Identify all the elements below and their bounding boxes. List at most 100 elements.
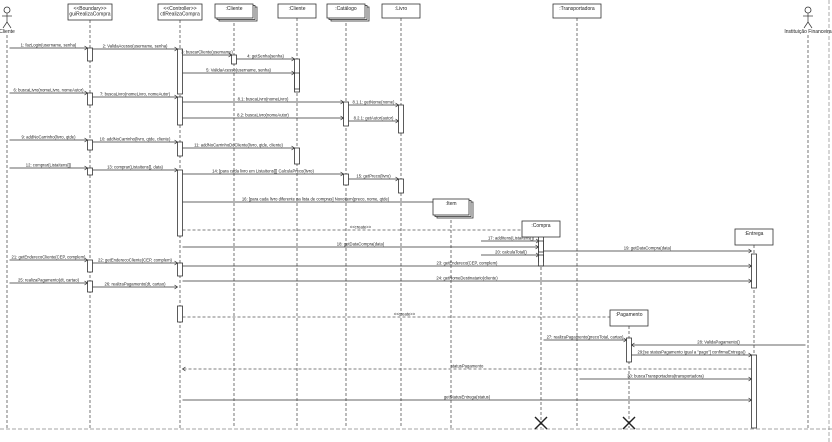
message-label: 7: buscaLivro(nomeLivro, nomeAutor): [100, 92, 171, 97]
participant-livro: :Livro: [381, 3, 421, 19]
arrow-head-icon: [84, 165, 89, 171]
arrow-head-icon: [748, 248, 753, 254]
participant-label-line: <<Boundary>>: [73, 6, 106, 12]
activation-bar: [294, 72, 300, 90]
message: 19: getDataCompra(data): [543, 246, 753, 254]
arrow-head-icon: [228, 52, 233, 58]
participant-label-line: ctlRealizaCompra: [160, 12, 200, 18]
participant-box: [734, 228, 774, 246]
message-label: statusPagamento: [451, 364, 484, 369]
arrow-head-icon: [748, 278, 753, 284]
arrow-head-icon: [748, 352, 753, 358]
participant-box: [432, 198, 470, 216]
activation-bar: [398, 104, 404, 134]
participant-instFin: Instituição Financeira: [784, 6, 832, 35]
participant-label-line: :Item: [445, 201, 456, 207]
participant-box: [214, 3, 254, 19]
arrow-head-icon: [395, 176, 400, 182]
activation-bar: [231, 54, 237, 65]
message: 11: addNoCarrinhoDoCliente(livro, qtde, …: [182, 143, 296, 151]
actor-head-icon: [804, 6, 812, 14]
participant-label-line: :Cliente: [226, 6, 243, 12]
message: 18: getDataCompra(data): [182, 242, 540, 250]
message-label: 3: buscarCliente(username): [181, 50, 233, 55]
message-label: 25: realizaPagamento(dt, cartao): [18, 278, 80, 283]
message-label: 19: getDataCompra(data): [624, 246, 672, 251]
activation-bar: [398, 178, 404, 194]
arrow-head-icon: [630, 342, 635, 348]
message-label: 24: getNomeDestinatario(cliente): [436, 276, 498, 281]
arrow-head-icon: [84, 137, 89, 143]
message: 3: buscarCliente(username): [181, 50, 233, 58]
message-label: 4: getSenha(senha): [247, 54, 284, 59]
message: 8.1: buscaLivro(nomeLivro): [182, 97, 345, 105]
message: 29:[se statusPagamento igual a "pago"] c…: [631, 350, 753, 358]
participant-label-line: :Entrega: [745, 231, 764, 237]
message: 14: [para cada livro em ListaItens[]] Ca…: [182, 169, 345, 177]
participant-clienteMulti: :Cliente: [214, 3, 258, 22]
participant-pagamento: :Pagamento: [609, 309, 649, 327]
message-label: 22: getEnderecoCliente(CEP, complem): [98, 258, 173, 263]
arrow-head-icon: [535, 252, 540, 258]
message: 6: buscaLivro(nomeLivro, nomeAutor): [9, 88, 89, 96]
arrow-head-icon: [623, 337, 628, 343]
message-label: 20: calculaTotal(): [495, 250, 527, 255]
message-label: 8.2: buscaLivro(nomeAutor): [237, 113, 289, 118]
participant-label: Instituição Financeira: [784, 29, 831, 35]
participant-label-line: :Compra: [531, 223, 550, 229]
message-label: 23: getEndereco(CEP, complem): [437, 261, 499, 266]
arrow-head-icon: [84, 280, 89, 286]
message: 21: getEnderecoCliente(CEP, complem): [9, 255, 89, 263]
activation-bar: [177, 48, 183, 95]
participant-box: [609, 309, 649, 327]
participant-entrega: :Entrega: [734, 228, 774, 246]
activation-bar: [87, 280, 93, 293]
message-label: 17: addItens(ListaItens[]): [488, 236, 535, 241]
message-label: 16: [para cada livro diferente na lista …: [242, 197, 390, 202]
activation-bar: [87, 259, 93, 273]
activation-bar: [343, 173, 349, 186]
message-label: 29:[se statusPagamento igual a "pago"] c…: [638, 350, 747, 355]
actor-leg-left: [803, 21, 809, 29]
arrow-head-icon: [340, 115, 345, 121]
message: 9: addNoCarrinho(livro, qtde): [9, 135, 89, 143]
message: 22: getEnderecoCliente(CEP, complem): [92, 258, 179, 266]
arrow-head-icon: [748, 376, 753, 382]
message: 8.2: buscaLivro(nomeAutor): [182, 113, 345, 121]
arrow-head-icon: [748, 397, 753, 403]
arrow-head-icon: [174, 284, 179, 290]
participant-box: [67, 3, 113, 21]
arrow-head-icon: [395, 118, 400, 124]
participant-label: Cliente: [0, 29, 15, 35]
message: 7: buscaLivro(nomeLivro, nomeAutor): [92, 92, 179, 100]
participant-compra: :Compra: [521, 220, 561, 238]
activation-bar: [538, 254, 544, 267]
participant-box: [157, 3, 203, 21]
participant-box: [521, 220, 561, 238]
message-label: 6: buscaLivro(nomeLivro, nomeAutor): [13, 88, 84, 93]
activation-bar: [177, 169, 183, 237]
message: 2: ValidaAcesso(username, senha): [92, 44, 179, 52]
arrow-head-icon: [84, 90, 89, 96]
participant-label-line: guiRealizaCompra: [69, 12, 110, 18]
participant-label-line: :Catálogo: [335, 6, 357, 12]
message-label: 30: buscaTransportadora(transportadora): [627, 374, 704, 379]
activation-bar: [626, 337, 632, 363]
arrow-head-icon: [84, 257, 89, 263]
participant-box: [381, 3, 421, 19]
arrow-head-icon: [340, 171, 345, 177]
message: 10: addNoCarrinho(livro, qtde, cliente): [92, 137, 179, 145]
participant-box: [552, 3, 602, 19]
activation-bar: [177, 305, 183, 323]
message-label: 2: ValidaAcesso(username, senha): [103, 44, 168, 49]
message: 30: buscaTransportadora(transportadora): [579, 374, 753, 382]
participant-transp: :Transportadora: [552, 3, 602, 19]
message: 27: realizaPagamento(precoTotal, cartao): [543, 335, 628, 343]
message-label: 27: realizaPagamento(precoTotal, cartao): [547, 335, 624, 340]
message: 25: realizaPagamento(dt, cartao): [9, 278, 89, 286]
message-label: 18: getDataCompra(data): [337, 242, 385, 247]
participant-label-line: :Livro: [395, 6, 407, 12]
arrow-head-icon: [84, 45, 89, 51]
activation-bar: [751, 253, 757, 289]
arrow-head-icon: [174, 46, 179, 52]
